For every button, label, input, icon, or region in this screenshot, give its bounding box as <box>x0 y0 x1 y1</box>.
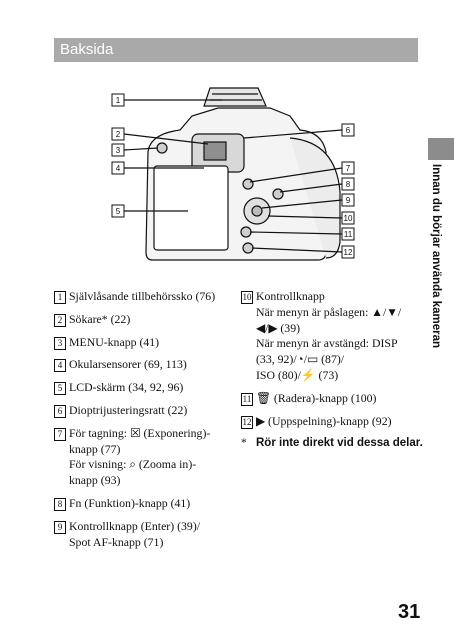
list-item: 3 MENU-knapp (41) <box>54 335 234 351</box>
section-title: Baksida <box>60 41 114 58</box>
callout-11: 11 <box>341 227 355 241</box>
item-text: Självlåsande tillbehörssko (76) <box>69 289 216 303</box>
callout-1: 1 <box>111 93 125 107</box>
camera-back-illustration: 1 2 3 4 5 6 7 8 9 10 11 12 <box>111 87 355 261</box>
callout-7: 7 <box>341 161 355 175</box>
svg-text:8: 8 <box>346 180 351 189</box>
section-header: Baksida <box>54 38 418 62</box>
item-text: 🗑 (Radera)-knapp (100) <box>256 390 377 405</box>
list-item: 8 Fn (Funktion)-knapp (41) <box>54 496 234 512</box>
svg-text:9: 9 <box>346 196 351 205</box>
leader-line-9 <box>261 199 343 209</box>
item-text: För tagning: ☒ (Exponering)- <box>69 425 211 440</box>
leader-line-11 <box>249 231 343 235</box>
svg-text:3: 3 <box>116 146 121 155</box>
menu-button <box>156 142 168 154</box>
leader-line-8 <box>279 183 343 193</box>
item-text: Fn (Funktion)-knapp (41) <box>69 495 191 510</box>
item-text: Dioptrijusteringsratt (22) <box>69 402 188 417</box>
fn-button <box>272 188 284 200</box>
item-text: Kontrollknapp (Enter) (39)/ <box>69 518 201 533</box>
item-number: 1 <box>54 291 66 304</box>
item-text: Spot AF-knapp (71) <box>69 534 164 549</box>
svg-text:11: 11 <box>344 230 353 239</box>
list-item: 2 Sökare* (22) <box>54 312 234 328</box>
playback-button <box>242 242 254 254</box>
item-text: När menyn är avstängd: DISP <box>256 336 398 351</box>
item-text: ISO (80)/⚡ (73) <box>256 367 339 382</box>
list-item: 1 Självlåsande tillbehörssko (76) <box>54 289 234 305</box>
item-number: 3 <box>54 336 66 350</box>
item-text: För visning: ⌕ (Zooma in)- <box>69 457 197 472</box>
page-number: 31 <box>398 601 421 623</box>
callout-5: 5 <box>111 204 125 218</box>
item-number: 5 <box>54 382 66 396</box>
item-number: 7 <box>54 427 66 441</box>
leader-line-12 <box>251 247 343 253</box>
svg-text:6: 6 <box>346 126 351 135</box>
item-number: 11 <box>241 392 253 406</box>
item-number: 9 <box>54 520 66 534</box>
list-item: 10 Kontrollknapp När menyn är påslagen: … <box>241 289 431 384</box>
list-item: 12 ▶ (Uppspelning)-knapp (92) <box>241 414 431 430</box>
warning-note-text: Rör inte direkt vid dessa delar. <box>256 437 423 450</box>
item-number: 10 <box>241 291 253 304</box>
hot-shoe <box>203 87 267 107</box>
callout-6: 6 <box>341 123 355 137</box>
item-number: 4 <box>54 359 66 373</box>
leader-line-3 <box>123 147 159 151</box>
callout-4: 4 <box>111 161 125 175</box>
item-number: 12 <box>241 415 253 429</box>
list-item: 9 Kontrollknapp (Enter) (39)/ Spot AF-kn… <box>54 519 234 551</box>
delete-button <box>240 226 252 238</box>
list-item: 4 Okularsensorer (69, 113) <box>54 357 234 373</box>
svg-text:1: 1 <box>116 96 121 105</box>
item-text: (33, 92)/◔/▭ (87)/ <box>256 352 345 367</box>
list-item: 6 Dioptrijusteringsratt (22) <box>54 403 234 419</box>
zoom-button <box>242 178 254 190</box>
svg-text:12: 12 <box>344 248 353 257</box>
callout-3: 3 <box>111 143 125 157</box>
leader-line-6 <box>243 129 343 139</box>
leader-line-7 <box>249 167 343 183</box>
item-text: knapp (93) <box>69 473 121 488</box>
callout-12: 12 <box>341 245 355 259</box>
svg-text:7: 7 <box>346 164 351 173</box>
callout-10: 10 <box>341 211 355 225</box>
svg-text:5: 5 <box>116 207 121 216</box>
item-text: MENU-knapp (41) <box>69 334 160 349</box>
list-item: 5 LCD-skärm (34, 92, 96) <box>54 380 234 396</box>
item-number: 2 <box>54 313 66 327</box>
callout-9: 9 <box>341 193 355 207</box>
chapter-side-label: Innan du börjar använda kameran <box>430 164 452 354</box>
svg-text:2: 2 <box>116 130 121 139</box>
chapter-side-label-text: Innan du börjar använda kameran <box>430 164 442 349</box>
camera-grip <box>289 137 341 259</box>
chapter-tab-marker <box>428 138 454 160</box>
lcd-screen <box>153 165 229 251</box>
item-number: 6 <box>54 404 66 418</box>
item-number: 8 <box>54 497 66 511</box>
warning-note: * Rör inte direkt vid dessa delar. <box>241 436 431 451</box>
list-item: 11 🗑 (Radera)-knapp (100) <box>241 391 431 407</box>
leader-line-2 <box>123 133 209 145</box>
list-item: 7 För tagning: ☒ (Exponering)- knapp (77… <box>54 426 234 489</box>
item-text: Kontrollknapp <box>256 289 325 303</box>
callout-8: 8 <box>341 177 355 191</box>
callout-2: 2 <box>111 127 125 141</box>
parts-list-left: 1 Självlåsande tillbehörssko (76) 2 Söka… <box>54 289 234 557</box>
item-text: ◀/▶ (39) <box>256 320 301 335</box>
svg-text:10: 10 <box>344 214 353 223</box>
item-text: Okularsensorer (69, 113) <box>69 357 187 372</box>
footnote-star: * <box>241 437 247 450</box>
item-text: När menyn är påslagen: ▲/▼/ <box>256 304 402 319</box>
parts-list-right: 10 Kontrollknapp När menyn är påslagen: … <box>241 289 431 451</box>
svg-text:4: 4 <box>116 164 121 173</box>
item-text: knapp (77) <box>69 441 121 456</box>
item-text: LCD-skärm (34, 92, 96) <box>69 380 184 395</box>
item-text: ▶ (Uppspelning)-knapp (92) <box>256 413 392 428</box>
item-text: Sökare* (22) <box>69 311 131 326</box>
leader-line-10 <box>267 215 343 219</box>
